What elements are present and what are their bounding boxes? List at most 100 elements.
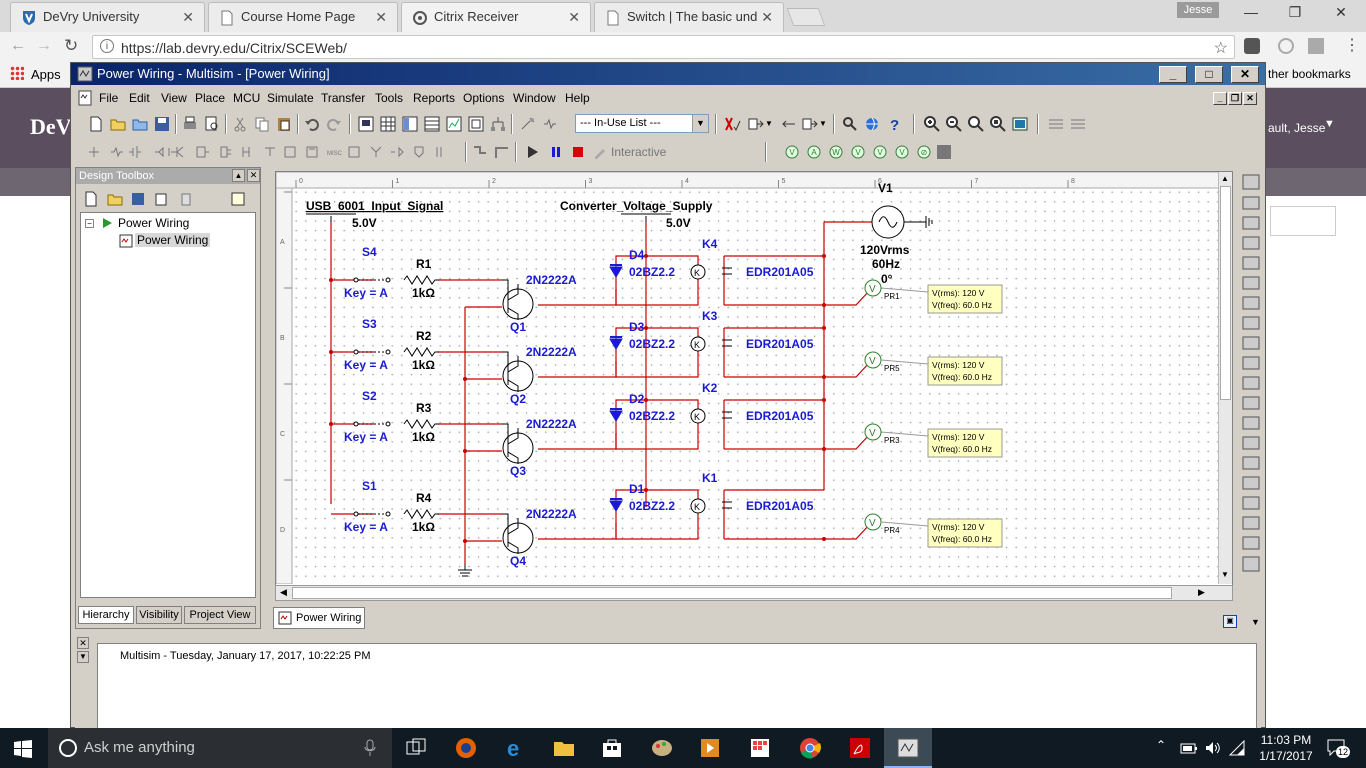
undo-icon[interactable]	[303, 115, 321, 133]
open-folder-icon[interactable]	[109, 115, 127, 133]
tab-citrix[interactable]: Citrix Receiver ✕	[401, 2, 591, 32]
save-icon[interactable]	[153, 115, 171, 133]
acrobat-extension-icon[interactable]	[1308, 38, 1324, 54]
vertical-scrollbar[interactable]: ▲ ▼	[1218, 172, 1232, 584]
apps-grid-icon[interactable]	[10, 66, 24, 80]
tab-switch[interactable]: Switch | The basic unders ✕	[594, 2, 784, 32]
new-tab-button[interactable]	[787, 8, 826, 26]
firefox-icon[interactable]	[454, 736, 478, 760]
menu-simulate[interactable]: Simulate	[267, 91, 314, 105]
tree-root-label[interactable]: Power Wiring	[118, 216, 189, 230]
menu-transfer[interactable]: Transfer	[321, 91, 365, 105]
multisim-taskbar-button[interactable]	[884, 728, 932, 768]
store-icon[interactable]	[600, 736, 624, 760]
extension-icon-2[interactable]	[1278, 38, 1294, 54]
menu-window[interactable]: Window	[513, 91, 556, 105]
windows-start-icon[interactable]	[14, 740, 32, 758]
new-file-icon[interactable]	[87, 115, 105, 133]
menu-file[interactable]: File	[99, 91, 118, 105]
grapher-icon[interactable]	[445, 115, 463, 133]
output-close-icon[interactable]: ✕	[77, 637, 89, 649]
zoom-out-icon[interactable]	[945, 115, 963, 133]
menu-reports[interactable]: Reports	[413, 91, 455, 105]
toolbox-pin-icon[interactable]: ▲	[232, 169, 245, 182]
full-screen-view-icon[interactable]	[1011, 115, 1029, 133]
tab-course-home[interactable]: Course Home Page ✕	[208, 2, 398, 32]
in-use-list-dropdown[interactable]: --- In-Use List --- ▼	[575, 114, 709, 133]
chrome-icon[interactable]	[798, 736, 822, 760]
menu-view[interactable]: View	[161, 91, 187, 105]
tab-devry[interactable]: DeVry University ✕	[10, 2, 205, 32]
print-icon[interactable]	[181, 115, 199, 133]
tab-hierarchy[interactable]: Hierarchy	[78, 606, 134, 624]
interactive-icon[interactable]	[591, 143, 609, 161]
forward-icon[interactable]: →	[36, 37, 52, 55]
task-view-icon[interactable]	[404, 736, 428, 760]
mdi-close-button[interactable]: ✕	[1243, 92, 1257, 105]
document-icon[interactable]	[77, 90, 93, 106]
output-log[interactable]: Multisim - Tuesday, January 17, 2017, 10…	[97, 643, 1257, 729]
menu-icon[interactable]: ⋮	[1344, 35, 1360, 55]
bus-icon[interactable]	[471, 143, 489, 161]
chevron-down-icon[interactable]: ▼	[819, 119, 827, 128]
toolbar-option-icon-2[interactable]	[1069, 115, 1087, 133]
output-pin-icon[interactable]: ▼	[77, 651, 89, 663]
restore-icon[interactable]: ❐	[1280, 4, 1310, 24]
network-icon[interactable]	[1228, 740, 1246, 756]
close-tab-icon[interactable]: ✕	[182, 9, 194, 26]
horizontal-scrollbar[interactable]: ◀ ▶	[275, 585, 1233, 601]
tab-visibility[interactable]: Visibility	[136, 606, 182, 624]
edge-icon[interactable]: e	[504, 736, 528, 760]
vertical-scroll-thumb[interactable]	[1220, 186, 1231, 400]
app-grid-icon[interactable]	[748, 736, 772, 760]
apps-link[interactable]: Apps	[31, 67, 61, 82]
tree-child-label[interactable]: Power Wiring	[135, 233, 210, 247]
show-hidden-icons[interactable]: ⌃	[1156, 738, 1166, 752]
menu-tools[interactable]: Tools	[375, 91, 403, 105]
extension-icon[interactable]	[1244, 38, 1260, 54]
bookmark-star-icon[interactable]: ☆	[1214, 38, 1228, 58]
cut-icon[interactable]	[231, 115, 249, 133]
open-samples-icon[interactable]	[131, 115, 149, 133]
reload-icon[interactable]: ↻	[64, 36, 78, 56]
copy-icon[interactable]	[253, 115, 271, 133]
chevron-down-icon[interactable]: ▼	[1251, 617, 1260, 627]
close-window-icon[interactable]: ✕	[1326, 4, 1356, 24]
minimize-button[interactable]: _	[1159, 66, 1187, 83]
chevron-down-icon[interactable]: ▼	[1324, 118, 1335, 130]
redo-icon[interactable]	[325, 115, 343, 133]
find-component-icon[interactable]	[841, 115, 859, 133]
chevron-down-icon[interactable]: ▼	[765, 119, 773, 128]
maximize-button[interactable]: □	[1195, 66, 1223, 83]
database-manager-icon[interactable]	[423, 115, 441, 133]
toolbox-actions[interactable]	[82, 190, 258, 208]
schematic-drawing[interactable]: 012345678 ABCD	[276, 172, 1232, 584]
menu-help[interactable]: Help	[565, 91, 590, 105]
clock[interactable]: 11:03 PM 1/17/2017	[1256, 732, 1316, 764]
back-icon[interactable]: ←	[10, 37, 26, 55]
chevron-down-icon[interactable]: ▼	[692, 115, 708, 132]
tab-project-view[interactable]: Project View	[184, 606, 256, 624]
mdi-restore-button[interactable]: ❐	[1228, 92, 1242, 105]
back-annotate-icon[interactable]	[747, 115, 765, 133]
volume-icon[interactable]	[1204, 740, 1222, 756]
minimize-icon[interactable]: —	[1236, 4, 1266, 24]
transfer-icon[interactable]	[801, 115, 819, 133]
user-menu[interactable]: ault, Jesse	[1268, 121, 1325, 135]
acrobat-icon[interactable]	[848, 736, 872, 760]
place-text-icon[interactable]	[493, 143, 511, 161]
info-icon[interactable]: i	[100, 39, 114, 53]
zoom-area-icon[interactable]	[967, 115, 985, 133]
paint-icon[interactable]	[650, 736, 674, 760]
sheet-nav-icon[interactable]: ▣	[1223, 615, 1237, 628]
scroll-down-icon[interactable]: ▼	[1221, 570, 1229, 579]
cortana-search-box[interactable]: Ask me anything	[48, 728, 392, 768]
probe-toolbar-icons[interactable]: VAWVVV⊘	[783, 143, 953, 161]
menu-place[interactable]: Place	[195, 91, 225, 105]
action-center-icon[interactable]: 12	[1326, 738, 1348, 758]
interactive-label[interactable]: Interactive	[611, 145, 666, 159]
electrical-rules-check-icon[interactable]	[723, 115, 741, 133]
scroll-right-icon[interactable]: ▶	[1198, 587, 1205, 598]
page-search-box[interactable]	[1270, 206, 1336, 236]
hierarchy-icon[interactable]	[489, 115, 507, 133]
